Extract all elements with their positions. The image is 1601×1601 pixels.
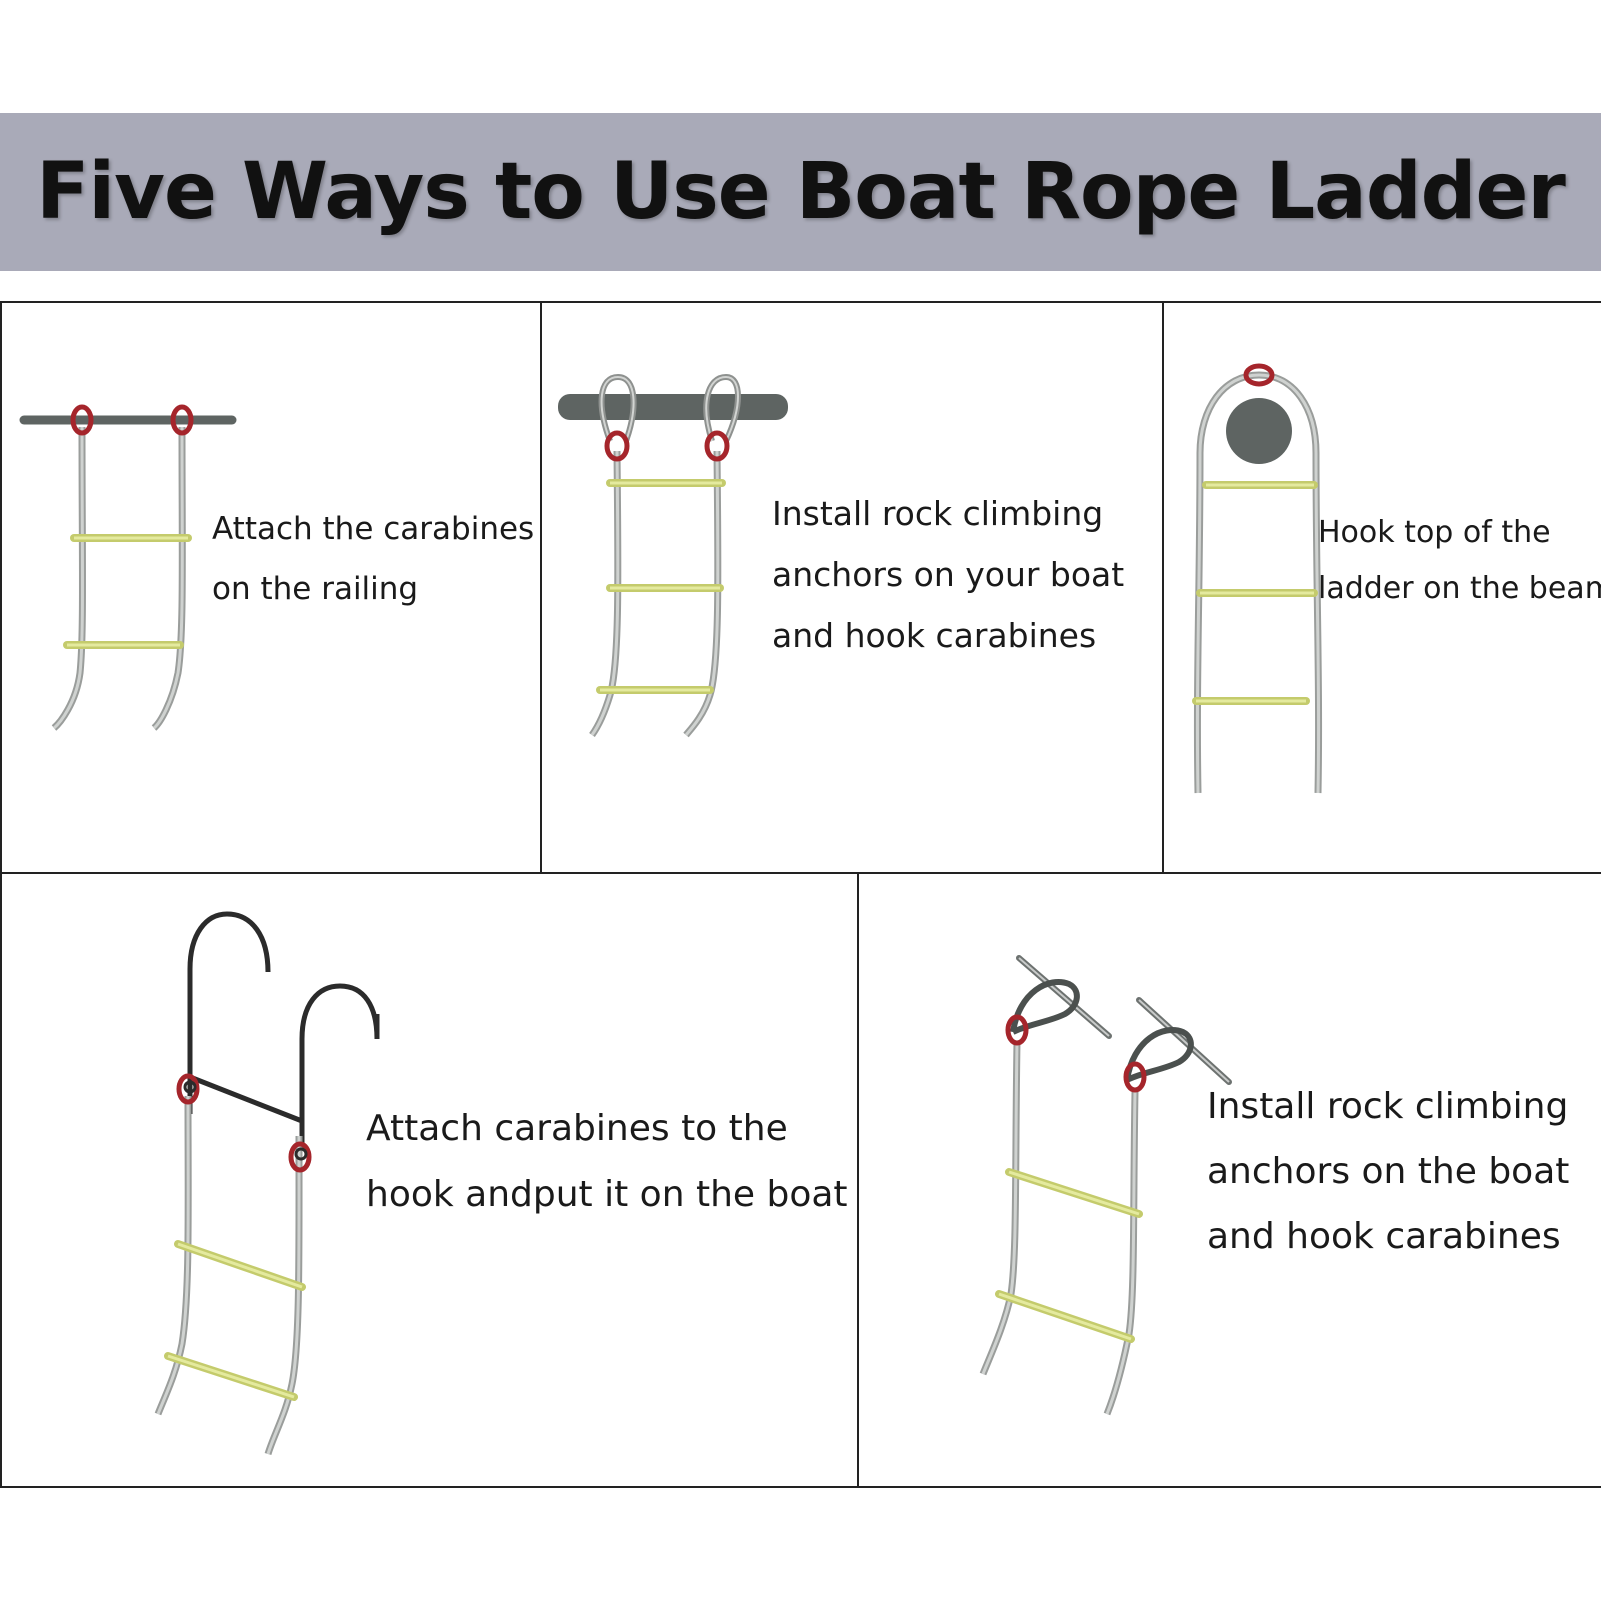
panel-caption: Attach the carabines on the railing [212,499,534,619]
rope-loop [1195,373,1321,794]
beam-ladder-illustration [1192,363,1323,794]
hook-eye [294,1147,308,1161]
rope-left [590,450,620,736]
panel-railing: Attach the carabines on the railing [0,301,542,874]
carabiner-left [1005,1014,1029,1046]
caption-line: anchors on your boat [772,555,1125,594]
rope-right [151,426,186,731]
panel-caption: Hook top of the ladder on the beam [1318,505,1601,617]
anchor-knot-right [1124,1027,1194,1083]
beam [1226,398,1292,464]
railing-ladder-illustration [19,404,237,731]
page-title: Five Ways to Use Boat Rope Ladder [36,147,1566,237]
ladder-rung [1008,1170,1140,1216]
rope-right [266,1135,301,1455]
panel-beam: Hook top of the ladder on the beam [1162,301,1601,874]
ladder-rung [177,1242,303,1289]
panel-caption: Attach carabines to the hook andput it o… [366,1096,848,1228]
caption-line: hook andput it on the boat [366,1174,848,1215]
caption-line: Attach carabines to the [366,1108,788,1149]
carabiner-right [1123,1061,1147,1093]
anchor-rod-right [1138,999,1230,1083]
caption-line: on the railing [212,571,419,607]
carabiner-right [170,404,194,436]
anchor-knot-left [1010,979,1080,1035]
carabiner-top [1243,363,1275,387]
hook-crossbar [189,1074,303,1124]
caption-line: ladder on the beam [1318,571,1601,606]
panel-hook: Attach carabines to the hook andput it o… [0,872,859,1488]
rope-left [979,1041,1021,1376]
panel-caption: Install rock climbing anchors on the boa… [1207,1074,1569,1269]
caption-line: anchors on the boat [1207,1151,1570,1192]
carabiner-right [288,1141,312,1173]
title-banner: Five Ways to Use Boat Rope Ladder [0,113,1601,271]
anchor-rod-left [1018,957,1110,1037]
caption-line: Attach the carabines [212,511,535,547]
anchor-ladder-illustration [558,373,788,738]
rope-right [264,1135,303,1456]
panel-anchors-knot: Install rock climbing anchors on the boa… [857,872,1601,1488]
knot-ladder-illustration [979,955,1232,1416]
carabiner-left [176,1073,200,1105]
carabiner-left [604,430,630,462]
carabiner-right [704,430,730,462]
rope-left [52,426,84,730]
carabiner-left [70,404,94,436]
caption-line: Install rock climbing [772,494,1104,533]
rope-left [981,1041,1019,1375]
rope-left [156,1095,190,1415]
caption-line: and hook carabines [772,616,1097,655]
panel-caption: Install rock climbing anchors on your bo… [772,483,1124,666]
anchor-loop-left [600,375,635,442]
caption-line: Hook top of the [1318,515,1551,550]
hook-ladder-illustration [154,911,380,1456]
panel-anchors-boat: Install rock climbing anchors on your bo… [540,301,1164,874]
hook-left [187,911,271,1114]
hook-eye [183,1080,197,1094]
anchor-loop-right [705,375,739,442]
caption-line: Install rock climbing [1207,1086,1569,1127]
hook-right [299,983,380,1149]
caption-line: and hook carabines [1207,1216,1561,1257]
ladder-rung [167,1354,295,1399]
rope-right [1105,1091,1137,1415]
rope-left [154,1095,192,1416]
ladder-rung [998,1292,1132,1341]
rope-right [684,450,720,736]
boat-bar [558,394,788,420]
